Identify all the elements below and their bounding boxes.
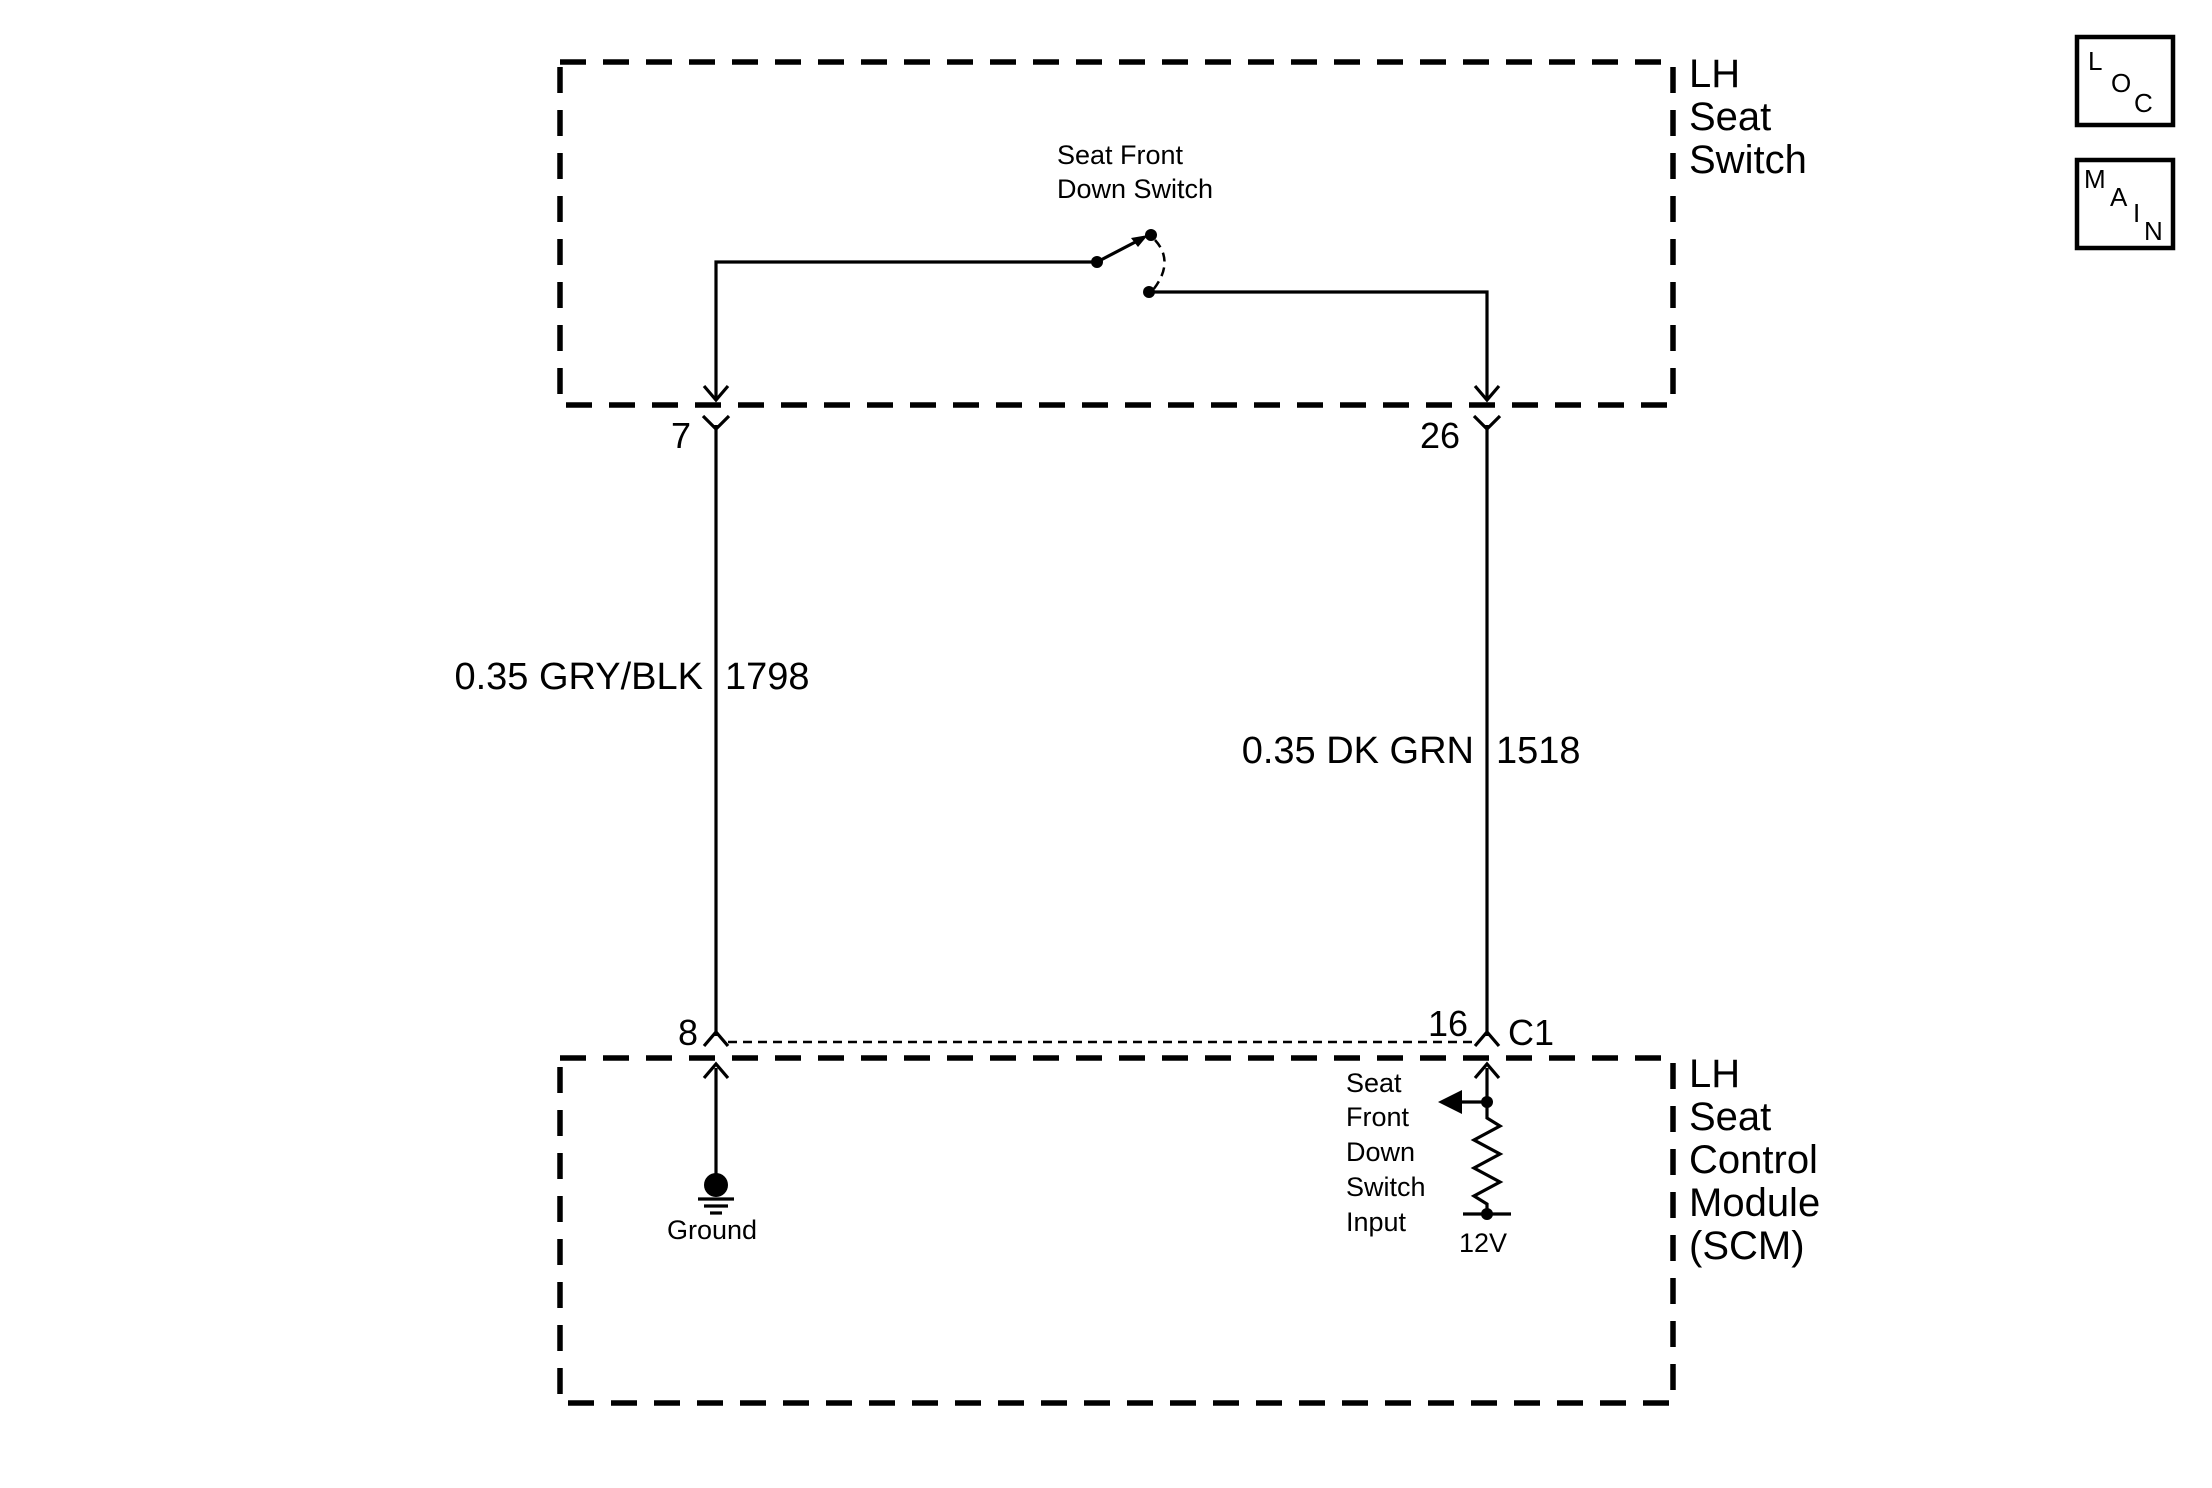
seat-control-module-box: LH Seat Control Module (SCM) [557, 1052, 1820, 1406]
module-name-line-5: (SCM) [1689, 1224, 1805, 1268]
supply-junction-dot [1481, 1208, 1493, 1220]
switch-contact-top [1145, 229, 1157, 241]
switch-internal-wire-right [1149, 290, 1489, 398]
switch-name-line-1: LH [1689, 52, 1740, 96]
input-label-line-4: Switch [1346, 1172, 1426, 1202]
seat-front-down-switch: Seat Front Down Switch [714, 140, 1489, 398]
module-name-line-3: Control [1689, 1138, 1818, 1182]
loc-letter-c: C [2134, 88, 2153, 118]
wire-left-spec: 0.35 GRY/BLK [454, 656, 703, 698]
switch-connector-right: 26 [1420, 384, 1502, 456]
pin-26-label: 26 [1420, 415, 1460, 456]
supply-voltage-label: 12V [1459, 1228, 1507, 1258]
switch-name-line-3: Switch [1689, 138, 1807, 182]
loc-button[interactable]: L O C [2074, 34, 2176, 128]
module-name-line-4: Module [1689, 1181, 1820, 1225]
input-label-line-2: Front [1346, 1102, 1410, 1132]
ground-label: Ground [667, 1215, 757, 1245]
switch-arm-arrowhead [1131, 235, 1148, 247]
loc-letter-l: L [2088, 46, 2102, 76]
pin-16-label: 16 [1428, 1003, 1468, 1044]
module-name-line-2: Seat [1689, 1095, 1771, 1139]
module-connector-right: 16 C1 [1428, 1003, 1554, 1080]
input-label-line-5: Input [1346, 1207, 1407, 1237]
main-button[interactable]: M A I N [2074, 157, 2176, 251]
ground: Ground [667, 1068, 757, 1245]
input-label-line-1: Seat [1346, 1068, 1402, 1098]
ground-icon [704, 1173, 728, 1197]
wire-right-circuit: 1518 [1496, 730, 1581, 772]
pin-7-label: 7 [671, 415, 691, 456]
switch-name-line-2: Seat [1689, 95, 1771, 139]
main-letter-n: N [2144, 216, 2163, 246]
seat-switch-box: LH Seat Switch [557, 52, 1807, 408]
module-connector-left: 8 [678, 1012, 730, 1080]
main-letter-m: M [2084, 164, 2106, 194]
input-arrow-icon [1438, 1090, 1462, 1114]
switch-mechanical-link [1152, 239, 1166, 291]
main-letter-a: A [2110, 182, 2128, 212]
wire-left: 0.35 GRY/BLK 1798 [454, 425, 810, 1036]
switch-contact-bottom [1143, 286, 1155, 298]
input-label-line-3: Down [1346, 1137, 1415, 1167]
switch-internal-wire-left [714, 260, 1097, 398]
main-letter-i: I [2133, 198, 2140, 228]
loc-letter-o: O [2111, 68, 2131, 98]
switch-label-line-2: Down Switch [1057, 174, 1213, 204]
wire-left-circuit: 1798 [725, 656, 810, 698]
connector-c1-label: C1 [1508, 1012, 1554, 1053]
module-name-line-1: LH [1689, 1052, 1740, 1096]
resistor-icon [1470, 1102, 1504, 1214]
switch-connector-left: 7 [671, 384, 731, 456]
wire-right: 0.35 DK GRN 1518 [1242, 425, 1581, 1036]
switch-label-line-1: Seat Front [1057, 140, 1184, 170]
switch-input-circuit: 12V Seat Front Down Switch Input [1346, 1068, 1511, 1258]
pin-8-label: 8 [678, 1012, 698, 1053]
wire-right-spec: 0.35 DK GRN [1242, 730, 1474, 772]
